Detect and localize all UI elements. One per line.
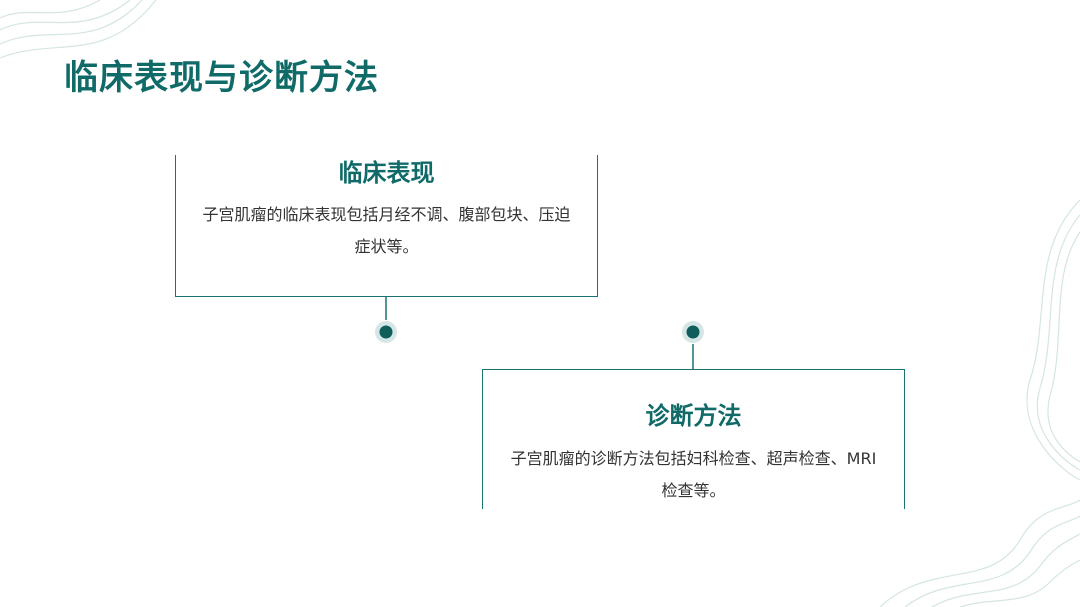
card-clinical-manifestations: 临床表现 子宫肌瘤的临床表现包括月经不调、腹部包块、压迫症状等。 — [175, 155, 598, 297]
card-heading: 诊断方法 — [645, 402, 742, 430]
card-text: 子宫肌瘤的临床表现包括月经不调、腹部包块、压迫症状等。 — [202, 205, 571, 256]
timeline-dot-2 — [682, 321, 704, 343]
card-diagnostic-methods: 诊断方法 子宫肌瘤的诊断方法包括妇科检查、超声检查、MRI检查等。 — [482, 369, 905, 509]
timeline-dot-1 — [375, 321, 397, 343]
slide-title: 临床表现与诊断方法 — [64, 58, 379, 98]
card-text: 子宫肌瘤的诊断方法包括妇科检查、超声检查、MRI检查等。 — [510, 449, 877, 500]
card-heading: 临床表现 — [338, 159, 435, 187]
